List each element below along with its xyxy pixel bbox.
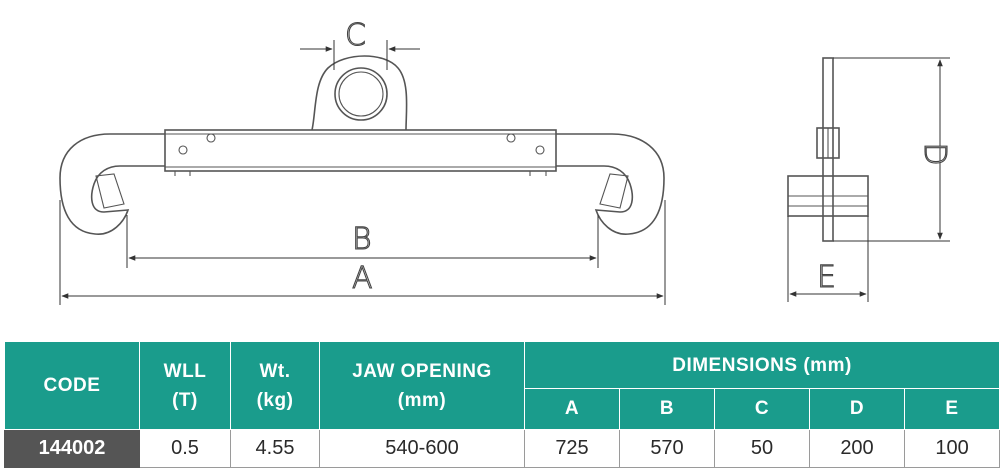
header-dim-c: C	[714, 388, 810, 430]
spec-table: CODE WLL(T) Wt.(kg) JAW OPENING(mm) DIME…	[4, 341, 1000, 468]
header-weight: Wt.(kg)	[230, 341, 320, 430]
front-view: C B A	[59, 17, 666, 305]
header-wll: WLL(T)	[139, 341, 231, 430]
main-beam	[164, 129, 557, 172]
side-plate	[822, 57, 834, 242]
cell-wll: 0.5	[139, 429, 231, 468]
dim-e: E	[787, 216, 869, 302]
header-code: CODE	[4, 341, 140, 430]
lifting-eye	[311, 55, 408, 131]
header-dim-a: A	[524, 388, 620, 430]
header-dim-b: B	[619, 388, 715, 430]
cell-dim-a: 725	[524, 429, 620, 468]
dim-c-label: C	[345, 18, 366, 53]
header-dim-e: E	[903, 388, 1000, 430]
side-view: D E	[787, 57, 953, 302]
dim-b: B	[126, 215, 599, 268]
cell-weight: 4.55	[230, 429, 320, 468]
cell-dim-b: 570	[619, 429, 715, 468]
dim-a-label: A	[352, 261, 373, 296]
dim-d-label: D	[917, 142, 952, 165]
header-dimensions: DIMENSIONS (mm)	[523, 341, 1000, 389]
header-jaw-opening: JAW OPENING(mm)	[319, 341, 525, 430]
cell-jaw-opening: 540-600	[319, 429, 525, 468]
dim-d: D	[833, 57, 953, 242]
dim-a: A	[59, 200, 666, 305]
header-dim-d: D	[809, 388, 905, 430]
cell-code: 144002	[4, 429, 140, 468]
lifting-eye-hole	[334, 67, 388, 121]
left-hook	[59, 133, 165, 235]
cell-dim-d: 200	[809, 429, 905, 468]
cell-dim-c: 50	[714, 429, 810, 468]
dim-c: C	[300, 17, 420, 70]
table-row: 144002 0.5 4.55 540-600 725 570 50 200 1…	[4, 429, 1000, 468]
technical-drawing: C B A D	[59, 17, 953, 305]
dim-e-label: E	[817, 260, 836, 295]
right-hook	[556, 133, 665, 235]
cell-dim-e: 100	[903, 429, 1000, 468]
dim-b-label: B	[352, 222, 372, 257]
